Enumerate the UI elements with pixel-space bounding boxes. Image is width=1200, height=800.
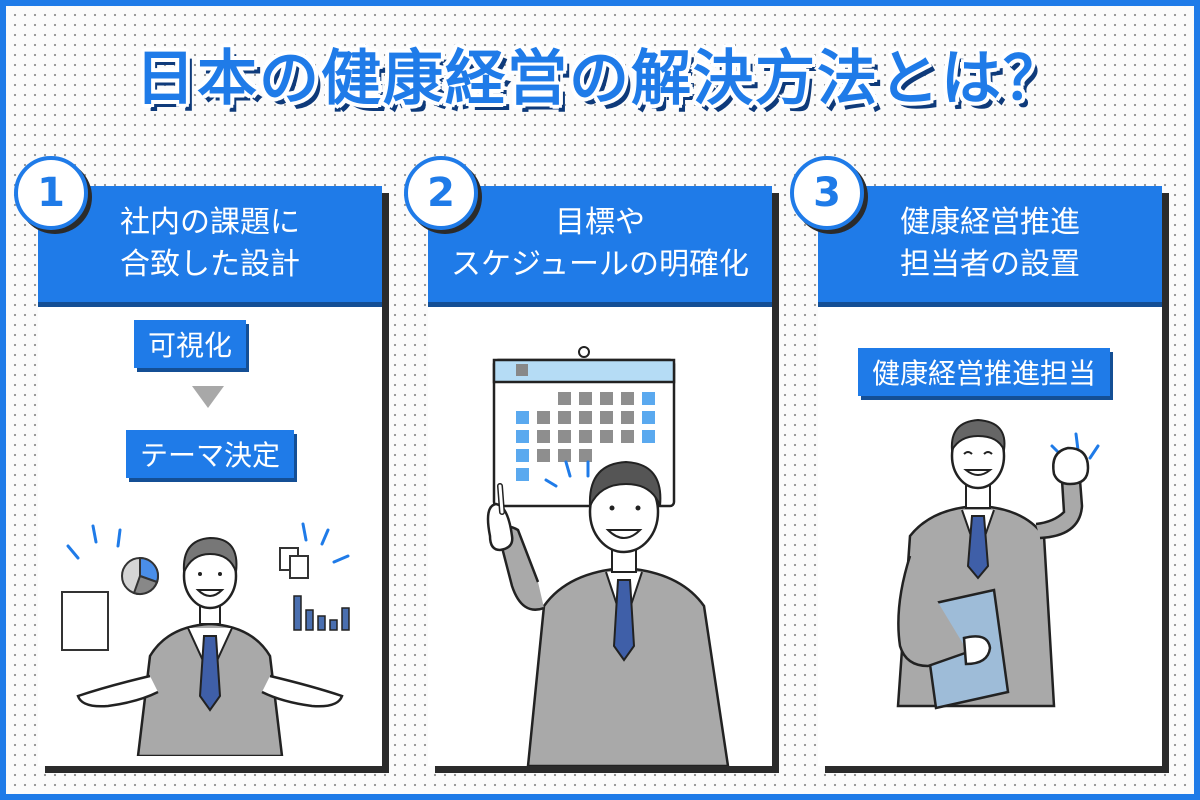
calendar-day-cell [537, 411, 550, 424]
fist-pump-man-illustration [896, 418, 1100, 710]
solution-card-1: 社内の課題に 合致した設計 可視化 テーマ決定 [38, 186, 382, 766]
calendar-day-cell [642, 392, 655, 405]
calendar-day-cell [621, 392, 634, 405]
step-tag-theme: テーマ決定 [126, 430, 295, 478]
solution-card-3: 健康経営推進 担当者の設置 健康経営推進担当 [818, 186, 1162, 766]
calendar-day-cell [516, 411, 529, 424]
calendar-day-cell [516, 449, 529, 462]
calendar-day-cell [621, 411, 634, 424]
bar-chart-icon [293, 595, 350, 631]
calendar-day-cell [558, 430, 571, 443]
step-number-badge-1: 1 [14, 156, 88, 230]
calendar-day-cell [579, 411, 592, 424]
calendar-day-cell [537, 449, 550, 462]
solution-card-2: 目標や スケジュールの明確化 [428, 186, 772, 766]
card-heading-2: 目標や スケジュールの明確化 [428, 186, 772, 302]
step-tag-visualize: 可視化 [134, 320, 247, 368]
calendar-day-cell [600, 392, 613, 405]
calendar-day-cell [558, 411, 571, 424]
calendar-day-cell [579, 430, 592, 443]
calendar-day-cell [600, 430, 613, 443]
pie-chart-icon [121, 556, 160, 596]
calendar-day-cell [579, 392, 592, 405]
down-arrow-icon [192, 386, 224, 408]
card-heading-3: 健康経営推進 担当者の設置 [818, 186, 1162, 302]
card-heading-1: 社内の課題に 合致した設計 [38, 186, 382, 302]
calendar-day-cell [621, 430, 634, 443]
calendar-day-cell [642, 411, 655, 424]
calendar-day-cell [600, 411, 613, 424]
calendar-day-cell [642, 430, 655, 443]
presenting-man-illustration [61, 522, 350, 756]
calendar-day-cell [558, 392, 571, 405]
calendar-day-cell [516, 430, 529, 443]
calendar-day-cell [579, 449, 592, 462]
role-tag: 健康経営推進担当 [858, 348, 1111, 396]
calendar-day-cell [516, 468, 529, 481]
step-number-badge-2: 2 [404, 156, 478, 230]
step-number-badge-3: 3 [790, 156, 864, 230]
page-title: 日本の健康経営の解決方法とは？ [135, 44, 1065, 114]
calendar-man-illustration [486, 346, 730, 766]
calendar-day-cell [558, 449, 571, 462]
calendar-day-cell [537, 430, 550, 443]
